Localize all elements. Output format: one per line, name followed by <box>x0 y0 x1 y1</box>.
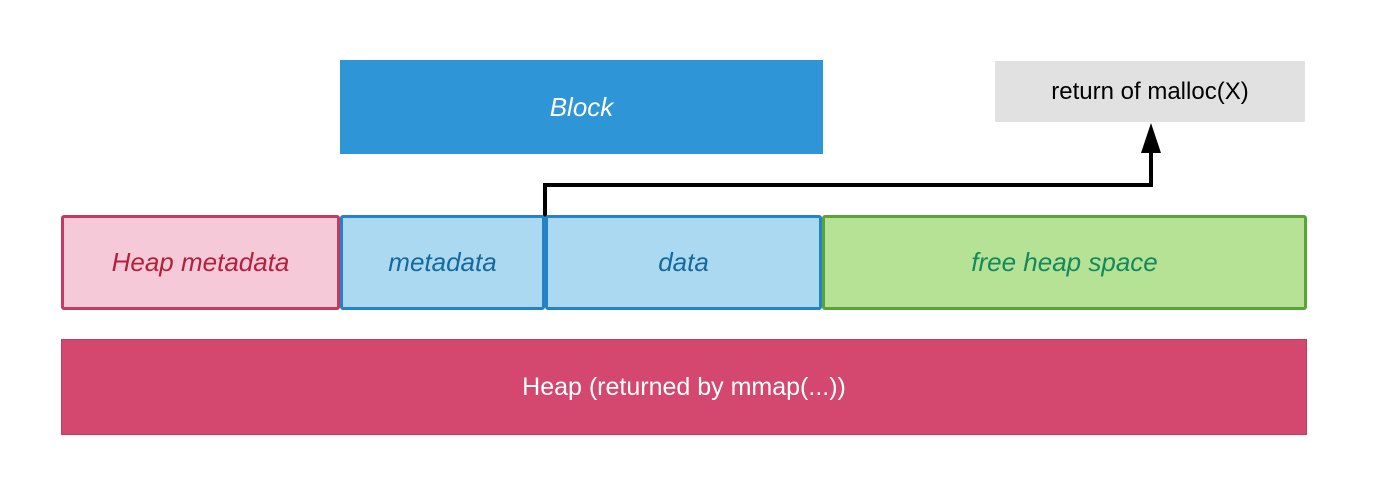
arrow-line <box>543 150 1153 217</box>
heap-metadata-cell: Heap metadata <box>61 215 340 310</box>
block-metadata-label: metadata <box>388 247 497 277</box>
free-heap-space-cell: free heap space <box>822 215 1307 310</box>
heap-mmap-bar: Heap (returned by mmap(...)) <box>61 339 1307 435</box>
malloc-return-label: return of malloc(X) <box>1051 77 1249 105</box>
free-heap-space-label: free heap space <box>971 247 1158 277</box>
block-metadata-cell: metadata <box>340 215 545 310</box>
block-box: Block <box>340 60 823 154</box>
arrow-head-icon <box>1141 123 1161 153</box>
malloc-return-box: return of malloc(X) <box>995 61 1305 122</box>
heap-mmap-label: Heap (returned by mmap(...)) <box>522 372 846 401</box>
block-label: Block <box>549 91 614 122</box>
block-data-label: data <box>658 247 709 277</box>
block-data-cell: data <box>545 215 822 310</box>
heap-metadata-label: Heap metadata <box>111 247 290 277</box>
